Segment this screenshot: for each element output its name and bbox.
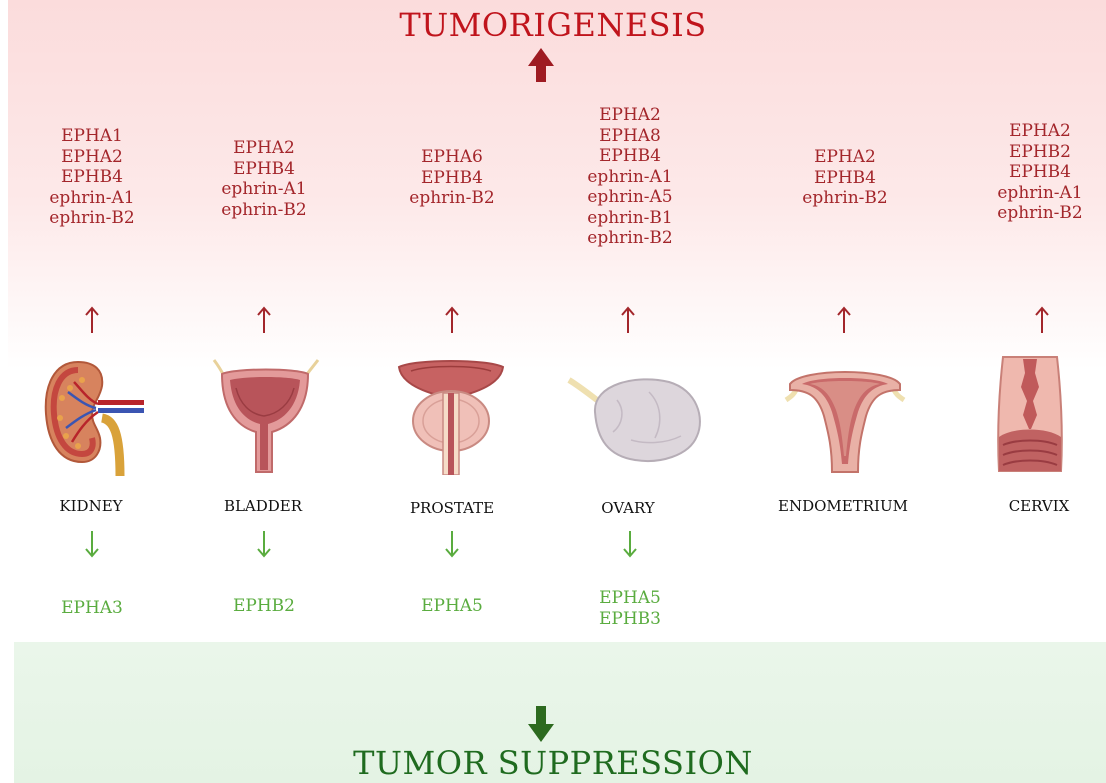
up-arrow-icon	[257, 306, 271, 334]
cervix-up-item: EPHB2	[965, 142, 1106, 163]
ovary-up-item: EPHB4	[555, 146, 705, 167]
down-arrow-icon	[257, 530, 271, 558]
ovary-up-list: EPHA2 EPHA8 EPHB4 ephrin-A1 ephrin-A5 ep…	[555, 105, 705, 249]
up-arrow-icon	[1035, 306, 1049, 334]
kidney-up-list: EPHA1 EPHA2 EPHB4 ephrin-A1 ephrin-B2	[17, 126, 167, 229]
kidney-up-item: ephrin-A1	[17, 188, 167, 209]
tumorigenesis-title: TUMORIGENESIS	[0, 6, 1106, 44]
cervix-up-list: EPHA2 EPHB2 EPHB4 ephrin-A1 ephrin-B2	[965, 121, 1106, 224]
prostate-up-list: EPHA6 EPHB4 ephrin-B2	[377, 147, 527, 209]
up-arrow-icon	[445, 306, 459, 334]
ovary-up-item: ephrin-A5	[555, 187, 705, 208]
endometrium-up-item: EPHB4	[770, 168, 920, 189]
organ-label-prostate: PROSTATE	[377, 499, 527, 517]
kidney-down-list: EPHA3	[17, 598, 167, 619]
prostate-up-item: EPHA6	[377, 147, 527, 168]
kidney-icon	[40, 358, 146, 476]
cervix-up-item: EPHB4	[965, 162, 1106, 183]
ovary-up-item: EPHA8	[555, 126, 705, 147]
ovary-down-item: EPHB3	[555, 609, 705, 630]
tumorigenesis-arrow-icon	[528, 48, 554, 82]
cervix-icon	[995, 353, 1065, 475]
kidney-up-item: EPHB4	[17, 167, 167, 188]
organ-label-cervix: CERVIX	[964, 497, 1106, 515]
ovary-up-item: EPHA2	[555, 105, 705, 126]
down-arrow-icon	[85, 530, 99, 558]
cervix-up-item: ephrin-A1	[965, 183, 1106, 204]
bladder-up-item: EPHA2	[189, 138, 339, 159]
up-arrow-icon	[621, 306, 635, 334]
prostate-up-item: ephrin-B2	[377, 188, 527, 209]
organ-label-bladder: BLADDER	[188, 497, 338, 515]
bladder-up-item: ephrin-A1	[189, 179, 339, 200]
down-arrow-icon	[445, 530, 459, 558]
bladder-up-list: EPHA2 EPHB4 ephrin-A1 ephrin-B2	[189, 138, 339, 220]
up-arrow-icon	[85, 306, 99, 334]
cervix-up-item: ephrin-B2	[965, 203, 1106, 224]
ovary-icon	[565, 370, 707, 466]
organ-label-ovary: OVARY	[553, 499, 703, 517]
kidney-up-item: EPHA1	[17, 126, 167, 147]
endometrium-up-item: EPHA2	[770, 147, 920, 168]
kidney-down-item: EPHA3	[17, 598, 167, 619]
endometrium-up-item: ephrin-B2	[770, 188, 920, 209]
bladder-down-list: EPHB2	[189, 596, 339, 617]
prostate-down-list: EPHA5	[377, 596, 527, 617]
organ-label-kidney: KIDNEY	[16, 497, 166, 515]
prostate-up-item: EPHB4	[377, 168, 527, 189]
kidney-up-item: EPHA2	[17, 147, 167, 168]
cervix-up-item: EPHA2	[965, 121, 1106, 142]
up-arrow-icon	[837, 306, 851, 334]
endometrium-icon	[782, 360, 908, 474]
ovary-up-item: ephrin-A1	[555, 167, 705, 188]
bladder-up-item: EPHB4	[189, 159, 339, 180]
organ-label-endometrium: ENDOMETRIUM	[768, 497, 918, 515]
ovary-down-item: EPHA5	[555, 588, 705, 609]
prostate-icon	[395, 355, 507, 475]
ovary-up-item: ephrin-B1	[555, 208, 705, 229]
tumor-suppression-title: TUMOR SUPPRESSION	[0, 744, 1106, 782]
ovary-down-list: EPHA5 EPHB3	[555, 588, 705, 629]
down-arrow-icon	[623, 530, 637, 558]
bladder-icon	[210, 358, 322, 476]
ovary-up-item: ephrin-B2	[555, 228, 705, 249]
endometrium-up-list: EPHA2 EPHB4 ephrin-B2	[770, 147, 920, 209]
bladder-down-item: EPHB2	[189, 596, 339, 617]
bladder-up-item: ephrin-B2	[189, 200, 339, 221]
kidney-up-item: ephrin-B2	[17, 208, 167, 229]
prostate-down-item: EPHA5	[377, 596, 527, 617]
tumor-suppression-arrow-icon	[528, 706, 554, 742]
